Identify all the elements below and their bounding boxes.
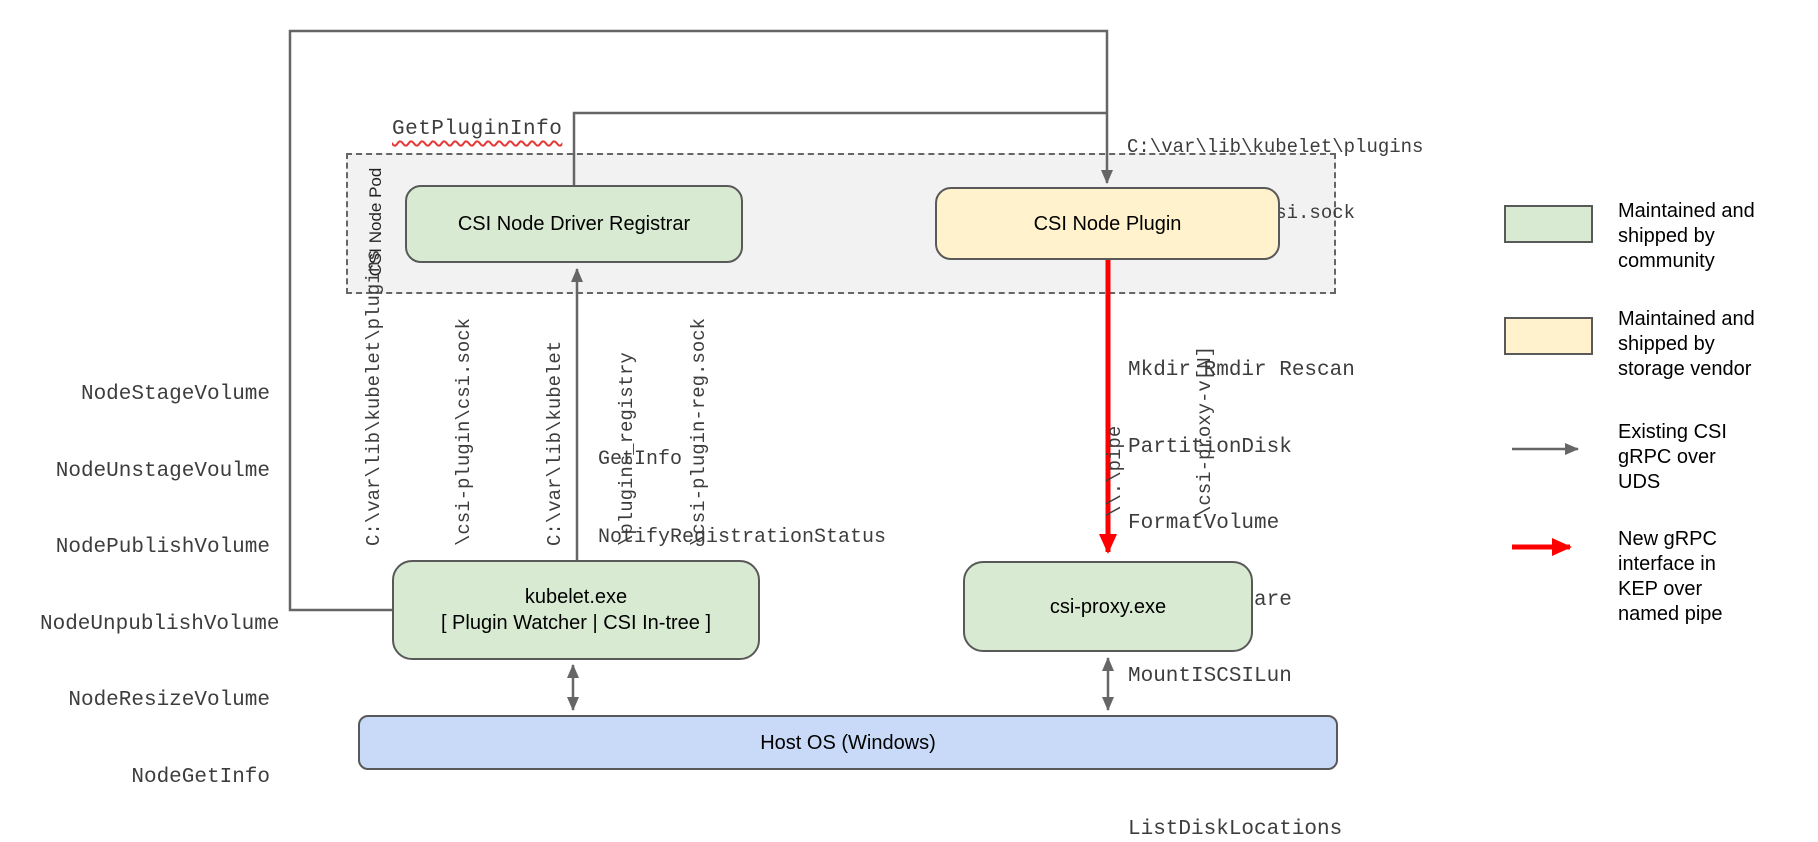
node-method: NodeStageVolume [80,383,270,406]
registrar-method: NotifyRegistrationStatus [598,526,887,549]
proxy-method: MountISCSILun [1128,665,1292,688]
csi-proxy-box: csi-proxy.exe [963,561,1253,652]
get-plugin-info-label: GetPluginInfo [392,118,563,141]
legend-community-swatch [1504,205,1593,243]
legend-new-grpc-text: New gRPC interface in KEP over named pip… [1618,528,1723,625]
node-method: NodeResizeVolume [68,689,270,712]
csi-node-driver-registrar-label: CSI Node Driver Registrar [457,213,691,235]
host-os-box: Host OS (Windows) [358,715,1338,770]
node-methods-list: NodeStageVolume NodeUnstageVoulme NodePu… [40,331,280,842]
left-socket-path-line1: C:\var\lib\kubelet\plugins [363,249,385,546]
proxy-method: Mkdir Rmdir Rescan [1128,359,1355,382]
legend-vendor-text: Maintained and shipped by storage vendor [1618,308,1755,380]
legend-vendor-swatch [1504,317,1593,355]
registry-socket-path-rotated: C:\var\lib\kubelet \plugins_registry \cs… [495,306,710,546]
legend-community-text: Maintained and shipped by community [1618,200,1755,272]
node-method: NodeGetInfo [131,765,270,789]
node-method: NodeUnstageVoulme [55,459,270,483]
proxy-method: PartitionDisk [1128,435,1292,459]
csi-sock-path-top-line1: C:\var\lib\kubelet\plugins [1127,136,1424,158]
named-pipe-path-rotated: \\.\pipe \csi-proxy-v[N] [1040,337,1216,517]
proxy-method: ListDiskLocations [1128,818,1343,841]
csi-proxy-label: csi-proxy.exe [1049,595,1167,618]
node-method: NodeUnpublishVolume [40,612,280,636]
legend-existing-grpc-text: Existing CSI gRPC over UDS [1618,421,1727,493]
csi-node-plugin-box: CSI Node Plugin [935,187,1280,260]
node-method: NodePublishVolume [55,536,270,559]
csi-node-driver-registrar-box: CSI Node Driver Registrar [405,185,743,263]
left-socket-path-line2: \csi-plugin\csi.sock [453,317,475,546]
kubelet-label-line2: [ Plugin Watcher | CSI In-tree ] [440,612,712,634]
registry-socket-path-line1: C:\var\lib\kubelet [544,340,566,546]
csi-node-plugin-label: CSI Node Plugin [1033,212,1182,235]
kubelet-label-line1: kubelet.exe [524,586,628,608]
host-os-label: Host OS (Windows) [760,731,936,754]
registrar-method: GetInfo [598,448,683,471]
registrar-methods: GetInfo NotifyRegistrationStatus [598,395,886,603]
left-socket-path-rotated: C:\var\lib\kubelet\plugins \csi-plugin\c… [299,246,475,546]
named-pipe-line1: \\.\pipe [1104,425,1126,517]
proxy-method: FormatVolume [1128,512,1280,535]
kubelet-box: kubelet.exe [ Plugin Watcher | CSI In-tr… [392,560,760,660]
